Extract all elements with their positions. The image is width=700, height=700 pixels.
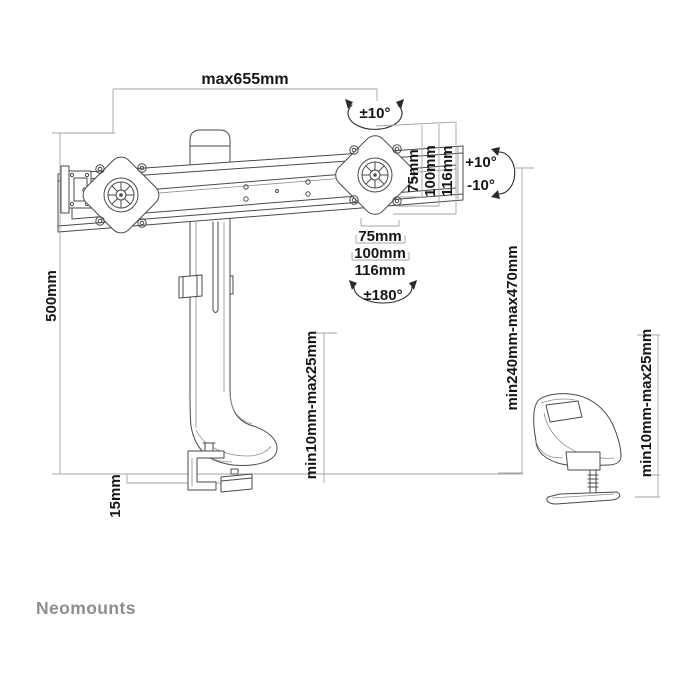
brand-logo: Neomounts (36, 598, 136, 618)
dim-base-height: 15mm (107, 474, 124, 517)
dim-desk-thickness-side: min10mm-max25mm (635, 329, 660, 498)
dim-vesa-vertical: 75mm 100mm 116mm (375, 121, 458, 215)
dim-label-vesa-v-75: 75mm (405, 149, 422, 192)
dim-label-desk-thickness-side: min10mm-max25mm (638, 329, 655, 477)
dim-max-width: max655mm (112, 71, 378, 133)
dim-label-tilt-up: +10° (465, 154, 496, 171)
dim-label-vesa-v-116: 116mm (439, 146, 456, 197)
vesa-plate-left (82, 156, 160, 234)
dim-label-height-adjustment: min240mm-max470mm (504, 245, 521, 410)
monitor-bracket-profile (60, 165, 92, 214)
dim-label-tilt-down: -10° (467, 177, 495, 194)
dim-label-vesa-h-116: 116mm (355, 262, 406, 279)
cable-clip (178, 274, 203, 299)
dim-label-desk-thickness: min10mm-max25mm (303, 331, 320, 479)
dim-rotation-top: ±10° (345, 99, 404, 130)
base-side-view (533, 393, 622, 505)
dim-label-vesa-h-100: 100mm (354, 245, 406, 262)
dim-desk-thickness-main: min10mm-max25mm (303, 331, 337, 483)
desk-clamp (187, 442, 253, 493)
dim-label-vesa-h-75: 75mm (358, 228, 401, 245)
dim-swivel: ±180° (349, 280, 417, 304)
dim-label-base-height: 15mm (107, 474, 124, 517)
dim-tilt: +10° -10° (465, 147, 516, 199)
dim-label-column-height: 500mm (43, 270, 60, 322)
dim-column-height: 500mm (43, 132, 115, 474)
dim-label-vesa-v-100: 100mm (422, 145, 439, 197)
dim-label-swivel: ±180° (363, 287, 402, 304)
dim-label-rotation: ±10° (360, 105, 391, 122)
vesa-plate-right (335, 135, 415, 215)
dim-vesa-horizontal: 75mm 100mm 116mm (351, 218, 410, 279)
dim-height-adjustment: min240mm-max470mm (498, 167, 534, 474)
dim-label-max-width: max655mm (201, 71, 288, 88)
clamp-screw (587, 469, 599, 493)
